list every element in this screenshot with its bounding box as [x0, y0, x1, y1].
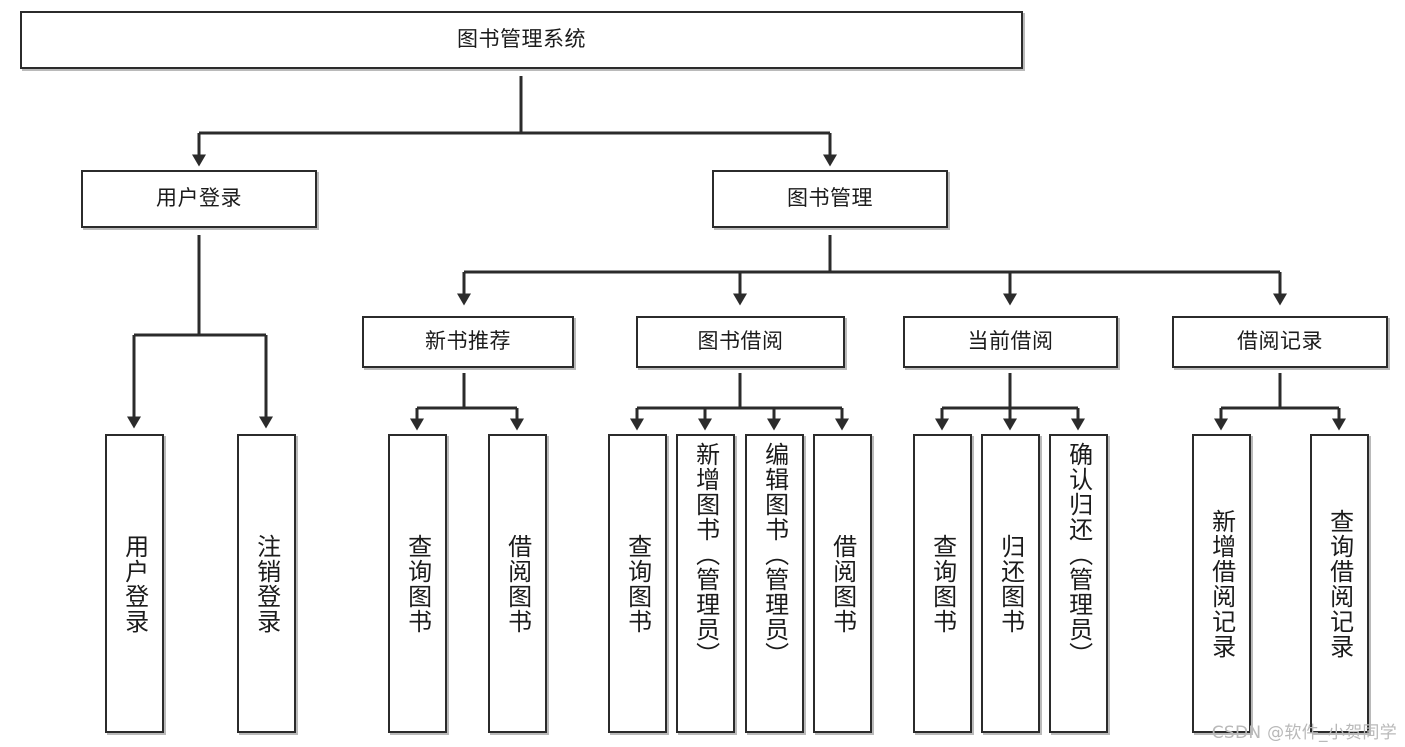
watermark: CSDN @软件_小贺同学	[1211, 723, 1397, 743]
leaf-label: 归还图书	[996, 533, 1025, 634]
leaf-current-return-book[interactable]: 归还图书	[981, 434, 1040, 733]
leaf-label: 新增图书（管理员）	[691, 442, 720, 667]
leaf-borrow-add-book-admin[interactable]: 新增图书（管理员）	[676, 434, 735, 733]
leaf-user-login-logout[interactable]: 注销登录	[237, 434, 296, 733]
leaf-label: 查询借阅记录	[1325, 508, 1354, 659]
leaf-label: 查询图书	[928, 533, 957, 634]
leaf-label: 借阅图书	[503, 533, 532, 634]
node-new-book-recommend-label: 新书推荐	[425, 329, 511, 354]
node-book-management-label: 图书管理	[787, 186, 873, 211]
node-borrow-record-label: 借阅记录	[1237, 329, 1323, 354]
leaf-recommend-query-book[interactable]: 查询图书	[388, 434, 447, 733]
leaf-label: 确认归还（管理员）	[1064, 442, 1093, 667]
node-current-borrow[interactable]: 当前借阅	[903, 316, 1118, 368]
node-current-borrow-label: 当前借阅	[967, 329, 1054, 354]
leaf-record-add-record[interactable]: 新增借阅记录	[1192, 434, 1251, 733]
leaf-current-query-book[interactable]: 查询图书	[913, 434, 972, 733]
leaf-borrow-query-book[interactable]: 查询图书	[608, 434, 667, 733]
node-user-login-label: 用户登录	[156, 186, 242, 211]
node-new-book-recommend[interactable]: 新书推荐	[362, 316, 574, 368]
node-user-login[interactable]: 用户登录	[81, 170, 317, 228]
node-root-label: 图书管理系统	[457, 27, 586, 52]
leaf-record-query-record[interactable]: 查询借阅记录	[1310, 434, 1369, 733]
leaf-label: 新增借阅记录	[1207, 508, 1236, 659]
node-root[interactable]: 图书管理系统	[20, 11, 1023, 69]
node-book-borrow[interactable]: 图书借阅	[636, 316, 845, 368]
leaf-current-confirm-return-admin[interactable]: 确认归还（管理员）	[1049, 434, 1108, 733]
leaf-label: 查询图书	[403, 533, 432, 634]
node-borrow-record[interactable]: 借阅记录	[1172, 316, 1388, 368]
leaf-label: 编辑图书（管理员）	[760, 442, 789, 667]
leaf-borrow-borrow-book[interactable]: 借阅图书	[813, 434, 872, 733]
leaf-recommend-borrow-book[interactable]: 借阅图书	[488, 434, 547, 733]
node-book-borrow-label: 图书借阅	[697, 329, 784, 354]
leaf-label: 注销登录	[252, 533, 281, 634]
leaf-label: 查询图书	[623, 533, 652, 634]
leaf-label: 用户登录	[120, 533, 149, 634]
leaf-user-login-login[interactable]: 用户登录	[105, 434, 164, 733]
node-book-management[interactable]: 图书管理	[712, 170, 948, 228]
leaf-label: 借阅图书	[828, 533, 857, 634]
leaf-borrow-edit-book-admin[interactable]: 编辑图书（管理员）	[745, 434, 804, 733]
